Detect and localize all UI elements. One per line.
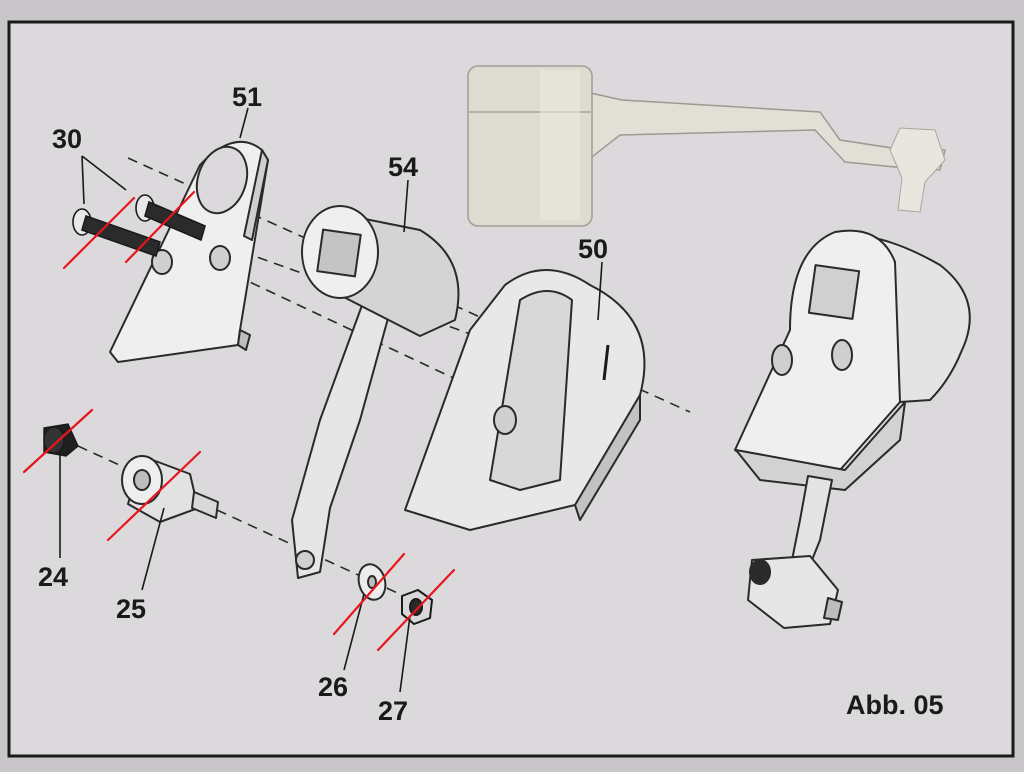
leader-54 xyxy=(403,179,409,233)
part-51-bracket xyxy=(109,140,269,363)
photo-lever-part xyxy=(467,65,946,227)
strike-nut-27 xyxy=(376,568,456,652)
label-30: 30 xyxy=(52,124,82,154)
leader-50 xyxy=(597,261,603,321)
leader-lines xyxy=(59,107,603,693)
part-50-housing xyxy=(404,269,646,531)
label-51: 51 xyxy=(232,82,262,112)
strike-screw-2 xyxy=(124,190,196,264)
part-54-cylinder-lever xyxy=(291,205,460,579)
part-26-washer xyxy=(357,563,387,601)
part-25-collar xyxy=(121,455,219,523)
figure-caption: Abb. 05 xyxy=(846,690,944,720)
strike-screw-1 xyxy=(62,196,136,270)
leader-30-a xyxy=(81,155,85,205)
label-50: 50 xyxy=(578,234,608,264)
leader-51 xyxy=(239,107,249,139)
label-26: 26 xyxy=(318,672,348,702)
strike-marks xyxy=(22,190,456,652)
label-27: 27 xyxy=(378,696,408,726)
strike-washer-26 xyxy=(332,552,406,636)
strike-collar-25 xyxy=(106,450,202,542)
leader-30-b xyxy=(81,155,127,191)
assembled-unit xyxy=(734,229,971,629)
leader-27 xyxy=(399,615,411,693)
label-54: 54 xyxy=(388,152,418,182)
label-25: 25 xyxy=(116,594,146,624)
leader-26 xyxy=(343,593,365,671)
strike-nut-24 xyxy=(22,408,94,474)
leader-25 xyxy=(141,507,165,591)
label-24: 24 xyxy=(38,562,68,592)
guide-line-pin xyxy=(77,445,431,609)
